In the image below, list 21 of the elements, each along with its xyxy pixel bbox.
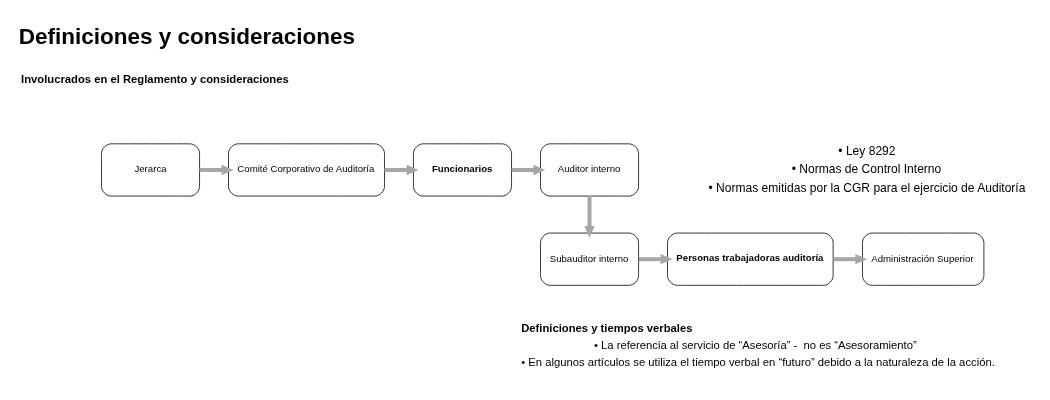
label: • En algunos artículos se utiliza el tiempo verbal en “futuro” debido a la naturaleza de la acción. — [521, 355, 995, 368]
node-box: Comité Corporativo de Auditoría — [228, 142, 385, 196]
label: • Ley 8292 — [838, 143, 896, 158]
arrow — [833, 253, 868, 264]
label: • La referencia al servicio de “Asesoría” - no es “Asesoramiento” — [593, 338, 917, 351]
diagram-title: Definiciones y consideraciones — [18, 23, 356, 49]
arrow — [584, 195, 595, 238]
label: • Normas emitidas por la CGR para el ejercicio de Auditoría — [708, 180, 1026, 195]
label: Involucrados en el Reglamento y consideraciones — [21, 72, 289, 85]
arrow — [511, 164, 546, 175]
node-box: Subauditor interno — [540, 232, 639, 286]
node-box: Funcionarios — [413, 142, 512, 196]
node-box: Auditor interno — [540, 142, 639, 196]
arrow — [199, 164, 234, 175]
arrow — [384, 164, 419, 175]
node-box: Administración Superior — [862, 232, 985, 286]
node-box: Personas trabajadoras auditoría — [667, 232, 834, 286]
label: • Normas de Control Interno — [791, 161, 942, 176]
label: Definiciones y tiempos verbales — [521, 321, 693, 334]
node-box: Jerarca — [101, 142, 200, 196]
arrow — [638, 253, 673, 264]
